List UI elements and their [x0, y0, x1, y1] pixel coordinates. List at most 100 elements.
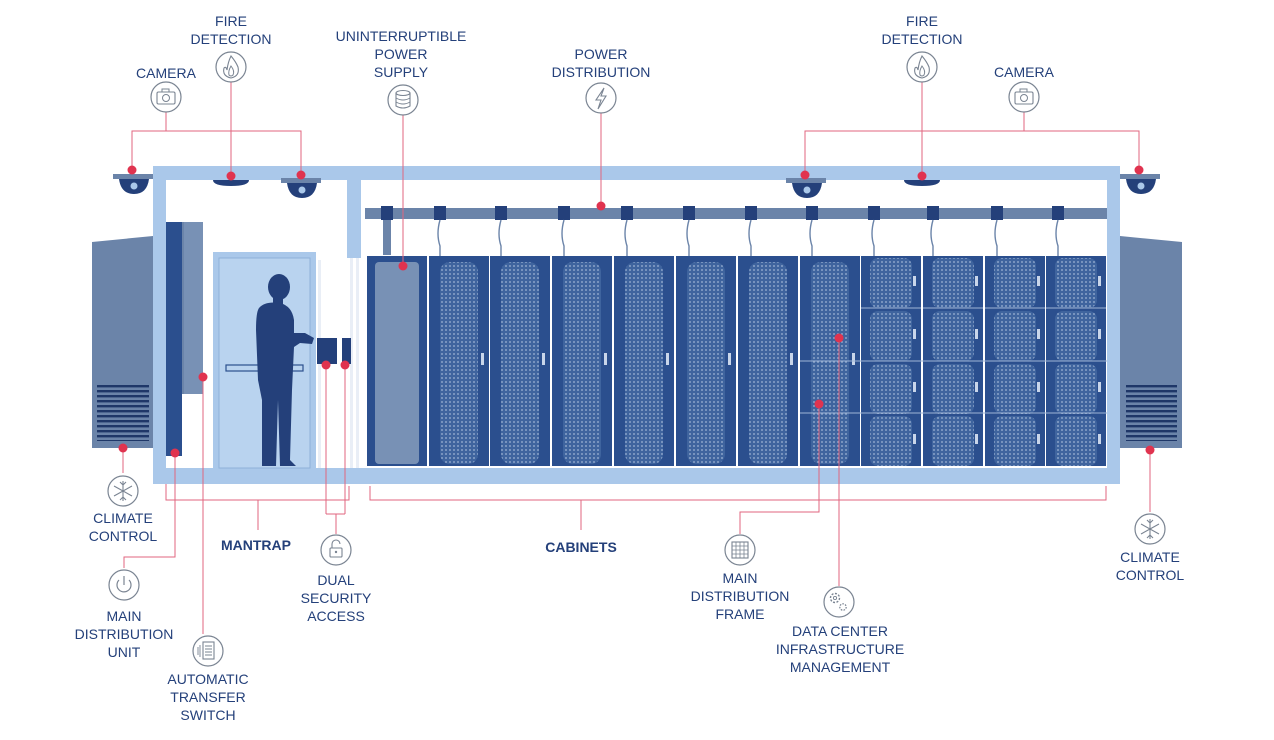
busway-connector [806, 206, 818, 256]
label-line: FRAME [715, 606, 765, 622]
grid-icon [724, 534, 756, 566]
camera-icon [150, 81, 182, 113]
flame-icon [906, 51, 938, 83]
label-line: DETECTION [881, 31, 963, 47]
camera-right-1 [786, 178, 826, 198]
power-busway [365, 208, 1107, 255]
label-camera-right: CAMERA [994, 63, 1054, 81]
camera-icon [1008, 81, 1040, 113]
label-line: DETECTION [190, 31, 272, 47]
label-camera-left: CAMERA [136, 64, 196, 82]
label-line: DISTRIBUTION [551, 64, 651, 80]
camera-left-2 [281, 178, 321, 198]
fire-sensor-left [213, 180, 249, 186]
label-line: DATA CENTER [792, 623, 888, 639]
label-main-distribution-frame: MAIN DISTRIBUTION FRAME [691, 569, 790, 623]
label-line: MANTRAP [221, 537, 291, 553]
label-line: UNIT [107, 644, 141, 660]
label-line: POWER [374, 46, 428, 62]
fire-sensor-right [904, 180, 940, 186]
container-frame [153, 166, 1120, 484]
busway-connector [991, 206, 1003, 256]
label-automatic-transfer-switch: AUTOMATIC TRANSFER SWITCH [167, 670, 248, 724]
busway-connector [434, 206, 446, 256]
callout-dot [1134, 165, 1144, 175]
label-line: UNINTERRUPTIBLE [335, 28, 467, 44]
label-line: FIRE [906, 13, 938, 29]
busway-connector [745, 206, 757, 256]
callout-dot [340, 360, 350, 370]
callout-dot [1145, 445, 1155, 455]
busway-connector [558, 206, 570, 256]
padlock-icon [320, 534, 352, 566]
cabinet [676, 256, 736, 466]
label-line: SWITCH [180, 707, 236, 723]
busway-connector [621, 206, 633, 256]
label-mantrap: MANTRAP [221, 536, 291, 554]
label-power-distribution: POWER DISTRIBUTION [552, 45, 651, 81]
label-line: TRANSFER [170, 689, 246, 705]
snowflake-icon [107, 475, 139, 507]
snowflake-icon [1134, 513, 1166, 545]
leader-lines [122, 82, 1151, 634]
label-line: CAMERA [994, 64, 1054, 80]
callout-dot [226, 171, 236, 181]
gears-icon [823, 586, 855, 618]
busway-connector [683, 206, 695, 256]
main-distribution-unit [166, 222, 203, 456]
callout-dots [118, 165, 1155, 458]
label-line: CONTROL [1115, 567, 1185, 583]
label-line: CLIMATE [1120, 549, 1180, 565]
label-fire-detection-right: FIRE DETECTION [882, 12, 963, 48]
callout-dot [917, 171, 927, 181]
cabinet [367, 256, 427, 466]
callout-dot [398, 261, 408, 271]
camera-right-2 [1120, 174, 1160, 194]
callout-dot [800, 170, 810, 180]
busway-connector [381, 206, 393, 220]
busway-connector [868, 206, 880, 256]
camera-left-1 [113, 174, 153, 194]
climate-unit-right [1120, 236, 1182, 448]
callout-dot [118, 443, 128, 453]
label-line: SECURITY [300, 590, 372, 606]
label-line: FIRE [215, 13, 247, 29]
flame-icon [215, 51, 247, 83]
busway-connector [495, 206, 507, 256]
cabinet [738, 256, 798, 466]
power-button-icon [108, 569, 140, 601]
cabinet [490, 256, 550, 466]
callout-dot [198, 372, 208, 382]
label-climate-control-right: CLIMATE CONTROL [1116, 548, 1184, 584]
busway-connector [1052, 206, 1064, 256]
cabinet [552, 256, 612, 466]
cabinet-row [367, 256, 1107, 466]
label-line: ACCESS [307, 608, 365, 624]
cabinet [429, 256, 489, 466]
callout-dot [814, 399, 824, 409]
lightning-icon [585, 82, 617, 114]
callout-dot [321, 360, 331, 370]
busway-connector [927, 206, 939, 256]
label-line: POWER [574, 46, 628, 62]
label-line: MAIN [106, 608, 142, 624]
busway-connectors [381, 206, 1064, 256]
label-line: AUTOMATIC [167, 671, 249, 687]
label-line: MANAGEMENT [789, 659, 891, 675]
label-line: MAIN [722, 570, 758, 586]
label-line: DUAL [317, 572, 355, 588]
label-line: CABINETS [545, 539, 617, 555]
security-readers [317, 338, 351, 364]
label-cabinets: CABINETS [545, 538, 617, 556]
label-fire-detection-left: FIRE DETECTION [191, 12, 272, 48]
callout-dot [834, 333, 844, 343]
label-line: CAMERA [136, 65, 196, 81]
label-line: CLIMATE [93, 510, 153, 526]
label-main-distribution-unit: MAIN DISTRIBUTION UNIT [75, 607, 174, 661]
switch-icon [192, 635, 224, 667]
label-ups: UNINTERRUPTIBLE POWER SUPPLY [336, 27, 467, 81]
cabinet [614, 256, 674, 466]
label-dcim: DATA CENTER INFRASTRUCTURE MANAGEMENT [776, 622, 904, 676]
callout-dot [596, 201, 606, 211]
